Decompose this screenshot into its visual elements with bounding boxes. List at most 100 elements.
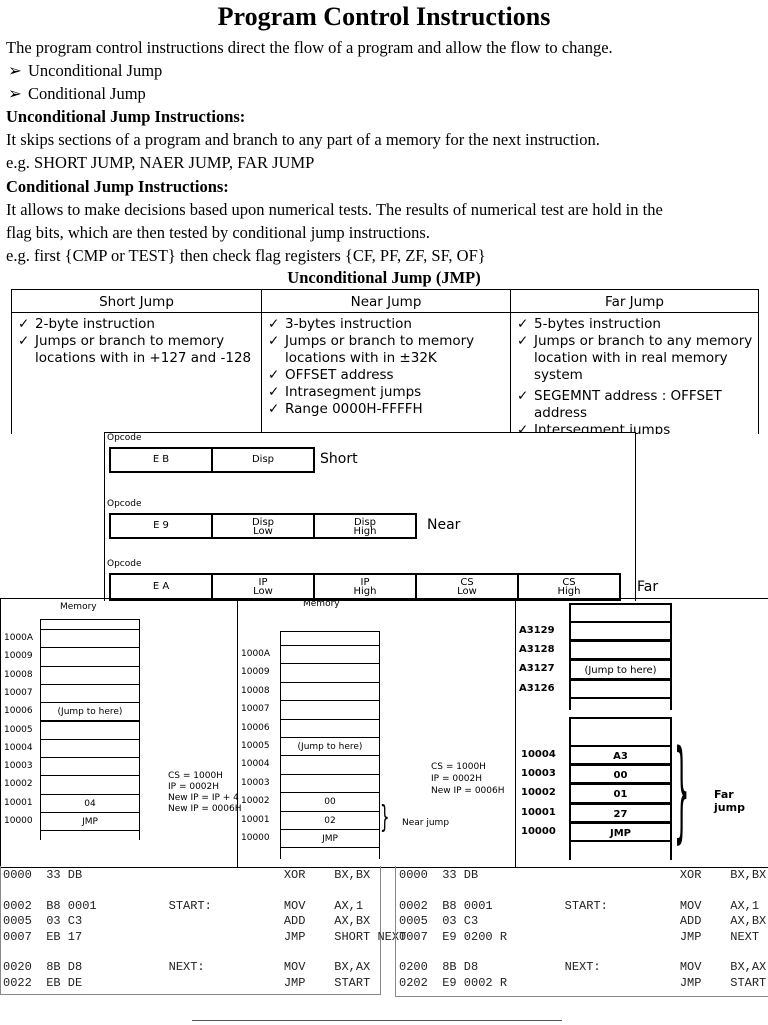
list-item: ✓Range 0000H-FFFFH xyxy=(268,401,423,417)
check-icon: ✓ xyxy=(18,333,30,349)
far-label: Far xyxy=(637,579,659,595)
memory-address: 10004 xyxy=(521,749,556,760)
check-icon: ✓ xyxy=(18,316,30,332)
table-caption: Unconditional Jump (JMP) xyxy=(287,268,481,287)
check-icon: ✓ xyxy=(268,333,280,349)
memory-address: A3128 xyxy=(519,644,555,656)
short-opcode-cell: E B xyxy=(109,447,213,473)
cell-far-jump: ✓5-bytes instruction ✓Jumps or branch to… xyxy=(510,312,759,434)
arrow-bullet-icon: ➢ xyxy=(8,84,22,103)
memory-address: 10008 xyxy=(241,685,270,696)
register-note: IP = 0002H xyxy=(431,774,483,784)
memory-cell xyxy=(40,665,140,685)
memory-title: Memory xyxy=(60,602,97,612)
near-label: Near xyxy=(427,517,461,533)
code-line: 0002 B8 0001 START: MOV AX,1 xyxy=(399,898,760,913)
memory-cell: 04 xyxy=(40,793,140,813)
memory-torn-edge xyxy=(40,619,140,629)
memory-address: 10003 xyxy=(4,761,33,772)
memory-address: 1000A xyxy=(4,633,34,643)
opcode-label: Opcode xyxy=(107,559,142,569)
header-short-jump: Short Jump xyxy=(11,289,262,313)
memory-address: 10002 xyxy=(241,796,270,807)
brace-icon: } xyxy=(674,726,690,854)
memory-cell: 27 xyxy=(569,802,672,823)
memory-cell: 01 xyxy=(569,783,672,804)
memory-cell: 00 xyxy=(569,764,672,785)
memory-address: 10001 xyxy=(241,814,270,825)
memory-address: 1000A xyxy=(241,649,271,659)
register-note: CS = 1000H xyxy=(431,762,486,772)
memory-cell: (Jump to here) xyxy=(40,702,140,722)
check-icon: ✓ xyxy=(268,316,280,332)
cond-example: e.g. first {CMP or TEST} then check flag… xyxy=(6,246,486,265)
memory-address: 10004 xyxy=(241,759,270,770)
jump-table: Short Jump Near Jump Far Jump ✓2-byte in… xyxy=(11,289,759,434)
memory-cell xyxy=(280,681,380,702)
memory-torn-edge xyxy=(569,698,672,710)
memory-cell: (Jump to here) xyxy=(569,659,672,680)
cell-near-jump: ✓3-bytes instruction ✓Jumps or branch to… xyxy=(261,312,511,434)
code-line: 0007 E9 0200 R JMP NEXT xyxy=(399,929,760,944)
memory-address: A3127 xyxy=(519,663,555,675)
check-icon: ✓ xyxy=(517,316,529,332)
memory-cell xyxy=(280,755,380,775)
memory-address: 10003 xyxy=(521,768,556,780)
memory-address: 10005 xyxy=(241,741,270,751)
memory-cell: 02 xyxy=(280,810,380,830)
memory-torn-edge xyxy=(569,842,672,860)
memory-cell xyxy=(40,683,140,704)
memory-address: 10006 xyxy=(241,722,270,733)
memory-address: 10000 xyxy=(241,833,270,843)
uncond-text: It skips sections of a program and branc… xyxy=(6,130,600,149)
intro-text: The program control instructions direct … xyxy=(6,38,613,57)
memory-address: 10009 xyxy=(4,651,33,662)
memory-address: 10004 xyxy=(4,742,33,753)
memory-cell xyxy=(40,757,140,777)
code-line: 0022 EB DE JMP START xyxy=(3,975,371,990)
brace-label: Near jump xyxy=(402,818,450,828)
code-line: 0005 03 C3 ADD AX,BX xyxy=(399,914,767,928)
memory-address: 10007 xyxy=(4,687,33,698)
memory-torn-edge xyxy=(569,603,672,621)
list-item: ✓Jumps or branch to memory locations wit… xyxy=(268,333,475,366)
memory-cell xyxy=(280,645,380,665)
memory-cell xyxy=(40,629,140,649)
uncond-heading: Unconditional Jump Instructions: xyxy=(6,107,246,126)
check-icon: ✓ xyxy=(517,422,529,434)
memory-cell xyxy=(40,775,140,795)
short-label: Short xyxy=(320,451,358,467)
register-note: New IP = 0006H xyxy=(168,804,242,814)
list-item: ✓Jumps or branch to any memory location … xyxy=(517,333,753,383)
bullet-unconditional: ➢Unconditional Jump xyxy=(8,61,163,80)
memory-address: 10008 xyxy=(4,669,33,680)
code-line: 0202 E9 0002 R JMP START xyxy=(399,975,767,990)
memory-address: 10000 xyxy=(521,825,556,837)
memory-diagrams xyxy=(0,598,768,868)
list-item: ✓2-byte instruction xyxy=(18,316,155,332)
memory-cell: (Jump to here) xyxy=(280,737,380,757)
brace-icon: } xyxy=(380,800,390,835)
memory-address: 10007 xyxy=(241,704,270,715)
memory-title: Memory xyxy=(303,599,340,609)
memory-cell xyxy=(40,720,140,740)
memory-cell xyxy=(569,640,672,661)
memory-cell xyxy=(569,621,672,642)
far-opcode-cell: E A xyxy=(109,573,213,601)
check-icon: ✓ xyxy=(268,384,280,400)
opcode-label: Opcode xyxy=(107,433,142,443)
memory-address: A3129 xyxy=(519,625,555,636)
check-icon: ✓ xyxy=(517,388,529,404)
memory-address: 10002 xyxy=(4,779,33,790)
memory-address: 10006 xyxy=(4,706,33,717)
memory-address: A3126 xyxy=(519,682,555,694)
memory-torn-edge xyxy=(569,717,672,745)
cond-text-1: It allows to make decisions based upon n… xyxy=(6,200,663,219)
brace-label: Far jump xyxy=(714,788,745,814)
cond-text-2: flag bits, which are then tested by cond… xyxy=(6,223,430,242)
check-icon: ✓ xyxy=(517,333,529,349)
